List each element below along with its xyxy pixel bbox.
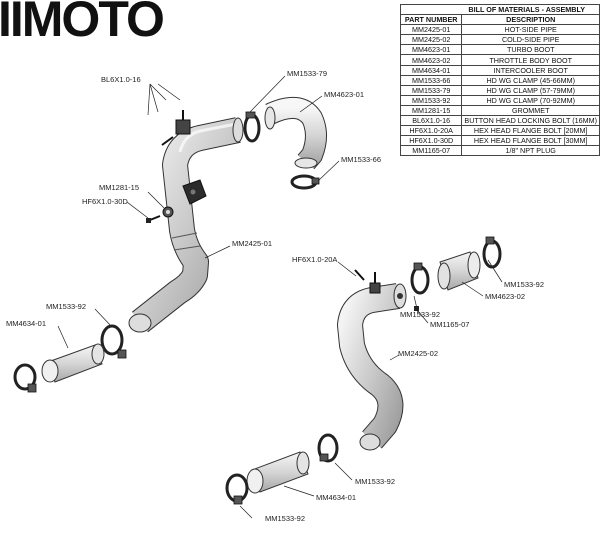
callout-mm4634-01-hot: MM4634-01 [6,319,47,328]
callout-mm2425-02: MM2425-02 [398,349,439,358]
clamp-mm1533-92-throttle-a [410,262,430,295]
callout-mm1533-92-throttle-a: MM1533-92 [400,310,441,319]
throttle-body-boot [437,251,481,291]
bolt-hf6x1-30d [146,215,161,223]
callout-mm1281-15: MM1281-15 [99,183,140,192]
callout-mm1533-92-lower-cold: MM1533-92 [355,477,396,486]
callout-mm4634-01-cold: MM4634-01 [316,493,357,502]
callout-mm4623-02: MM4623-02 [485,292,526,301]
callout-mm1533-92-end-cold: MM1533-92 [265,514,306,523]
bom-table: BILL OF MATERIALS - ASSEMBLY PART NUMBER… [399,3,600,157]
bom-part-number: MM1165-07 [399,145,463,157]
clamp-mm1533-92-lower-cold [317,433,339,463]
leader-lines [57,75,503,519]
callout-mm1533-92-lower-hot: MM1533-92 [46,302,87,311]
brand-logo: IIMOTO [0,0,165,47]
callout-bl6x1-0-16: BL6X1.0-16 [101,75,141,84]
clamp-mm1533-92-end-hot [13,363,37,393]
intercooler-boot-hot [41,343,105,383]
bom-description: 1/8" NPT PLUG [461,145,600,157]
clamp-mm1533-92-throttle-b [482,236,502,269]
callout-mm1165-07: MM1165-07 [430,320,470,329]
clamp-mm1533-92-lower-hot [100,324,127,359]
callout-mm1533-79: MM1533-79 [287,69,328,78]
callout-hf6x1-0-30d: HF6X1.0-30D [82,197,128,206]
callout-mm1533-92-throttle-b: MM1533-92 [504,280,545,289]
clamp-mm1533-92-end-cold [225,473,249,505]
callout-hf6x1-0-20a: HF6X1.0-20A [292,255,338,264]
intercooler-boot-cold [246,451,310,494]
callout-mm2425-01: MM2425-01 [232,239,273,248]
callout-mm4623-01: MM4623-01 [324,90,365,99]
plug-mm1165-07 [414,306,419,311]
cold-side-pipe [337,269,407,451]
grommet-mm1281-15 [162,206,174,218]
clamp-mm1533-66 [290,174,320,190]
turbo-boot [264,97,327,170]
hot-side-pipe [128,110,244,333]
callout-mm1533-66: MM1533-66 [341,155,382,164]
clamp-mm1533-79 [243,111,261,143]
